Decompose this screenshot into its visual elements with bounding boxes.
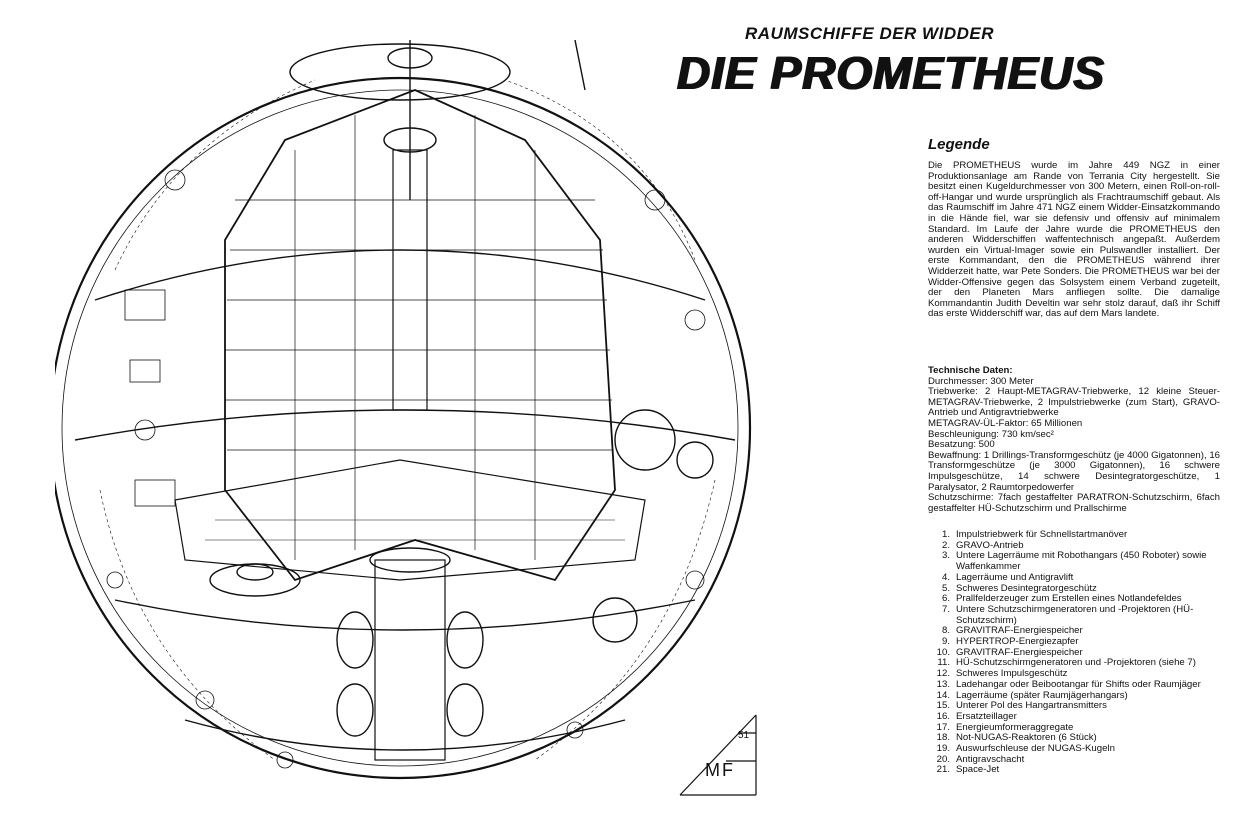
list-item: 1.Impulstriebwerk für Schnellstartmanöve… (941, 529, 1128, 540)
tech-line: METAGRAV-ÜL-Faktor: 65 Millionen (928, 417, 1083, 429)
series-title: RAUMSCHIFFE DER WIDDER (745, 24, 994, 43)
list-item: 7.Untere Schutzschirmgeneratoren und -Pr… (941, 603, 1194, 626)
list-item: 17.Energieumformeraggregate (936, 721, 1074, 733)
page-number: 51 (738, 730, 750, 741)
legend-list: 1.Impulstriebwerk für Schnellstartmanöve… (928, 529, 1220, 776)
page-title: DIE PROMETHEUS (676, 47, 1105, 99)
list-item: 4.Lagerräume und Antigravlift (941, 571, 1074, 583)
list-item: 10.GRAVITRAF-Energiespeicher (936, 646, 1083, 658)
tech-data-heading: Technische Daten: (928, 365, 1013, 376)
ship-cutaway-illustration (55, 39, 751, 779)
tech-line: Triebwerke: 2 Haupt-METAGRAV-Triebwerke,… (928, 386, 1220, 419)
list-item: 16.Ersatzteillager (936, 710, 1017, 722)
list-item: 6.Prallfelderzeuger zum Erstellen eines … (941, 593, 1182, 605)
tech-line: Beschleunigung: 730 km/sec² (928, 428, 1054, 440)
list-item: 8.GRAVITRAF-Energiespeicher (941, 625, 1083, 637)
intro-paragraph: Die PROMETHEUS wurde im Jahre 449 NGZ in… (928, 160, 1220, 320)
list-item: 18.Not-NUGAS-Reaktoren (6 Stück) (936, 732, 1097, 744)
tech-line: Durchmesser: 300 Meter (928, 375, 1034, 387)
list-item: 5.Schweres Desintegratorgeschütz (941, 582, 1097, 594)
list-item: 14.Lagerräume (später Raumjägerhangars) (936, 689, 1128, 701)
logo-text: MF (705, 760, 735, 780)
list-item: 15.Unterer Pol des Hangartransmitters (936, 700, 1107, 712)
list-item: 20.Antigravschacht (936, 753, 1025, 765)
list-item: 2.GRAVO-Antrieb (941, 539, 1024, 551)
list-item: 9.HYPERTROP-Energiezapfer (941, 636, 1079, 648)
list-item: 21.Space-Jet (936, 764, 1000, 776)
list-item: 11.HÜ-Schutzschirmgeneratoren und -Proje… (937, 657, 1196, 669)
list-item: 3.Untere Lagerräume mit Robothangars (45… (941, 550, 1207, 573)
tech-line: Besatzung: 500 (928, 439, 995, 451)
tech-line: Schutzschirme: 7fach gestaffelter PARATR… (928, 492, 1220, 514)
tech-line: Bewaffnung: 1 Drillings-Transformgeschüt… (928, 449, 1220, 493)
list-item: 13.Ladehangar oder Beibootangar für Shif… (936, 678, 1201, 690)
tech-data-section: Technische Daten: Durchmesser: 300 Meter… (928, 365, 1220, 514)
list-item: 19.Auswurfschleuse der NUGAS-Kugeln (936, 743, 1115, 755)
legend-heading: Legende (928, 136, 990, 153)
mf-logo-icon (679, 714, 757, 796)
list-item: 12.Schweres Impulsgeschütz (936, 668, 1068, 680)
